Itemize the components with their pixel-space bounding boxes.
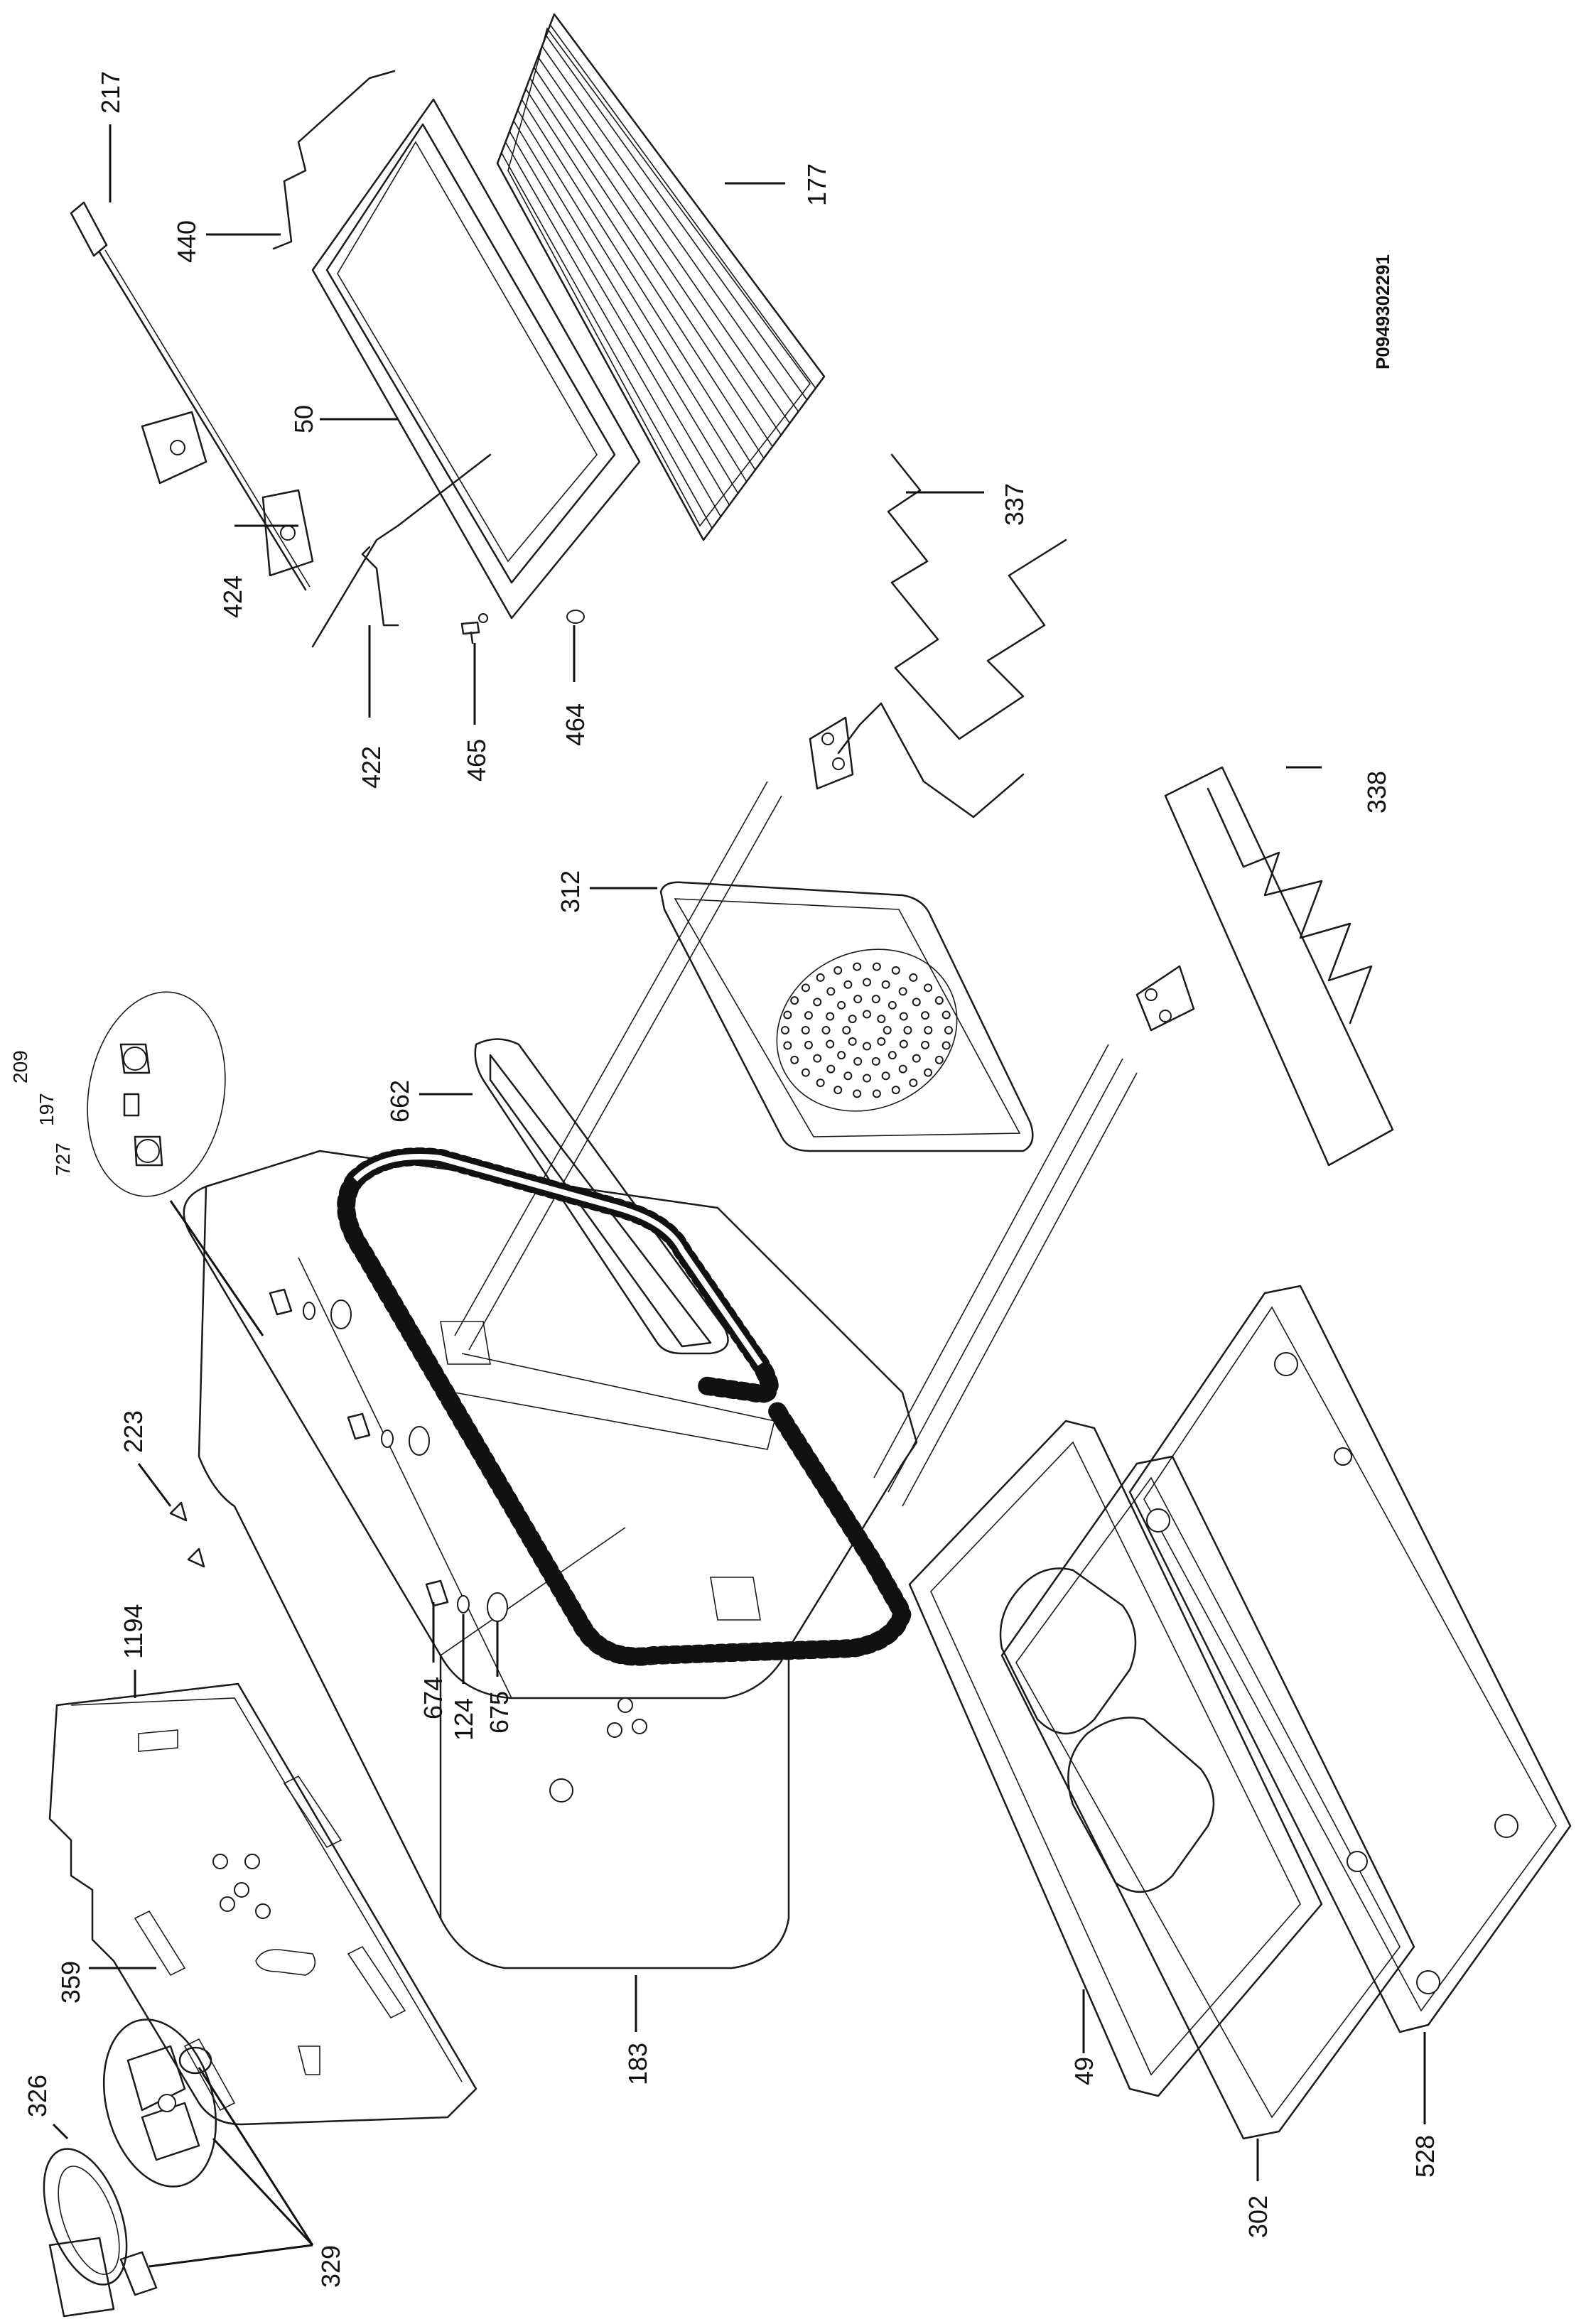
leader-lines [52, 124, 1426, 2268]
baking-tray [311, 98, 641, 623]
oven-cavity-front [439, 1647, 790, 1969]
callout-440: 440 [172, 220, 201, 263]
tray-washer [566, 610, 585, 624]
inner-glass-panel [1000, 1455, 1415, 2140]
callout-217: 217 [96, 71, 125, 114]
projection-lines [454, 781, 1138, 1507]
callout-209: 209 [9, 1050, 31, 1083]
callout-727: 727 [52, 1142, 74, 1176]
rotisserie-spit [70, 201, 311, 591]
spit-support-rod [272, 70, 396, 250]
callout-674: 674 [419, 1677, 448, 1719]
callout-223: 223 [119, 1410, 148, 1453]
fan-motor [43, 2148, 158, 2318]
insulation-plate [48, 1682, 477, 2126]
callout-338: 338 [1362, 771, 1391, 814]
callout-49: 49 [1069, 2057, 1099, 2085]
callout-197: 197 [36, 1093, 58, 1126]
spit-forks [141, 411, 314, 577]
oven-cavity [169, 1150, 918, 1803]
callout-675: 675 [485, 1691, 514, 1734]
callout-312: 312 [556, 870, 585, 913]
spit-support-rod-lower [311, 453, 492, 648]
callout-359: 359 [56, 1961, 85, 2004]
callout-337: 337 [1000, 483, 1029, 526]
door-frame [474, 1038, 729, 1355]
oven-cavity-side [198, 1185, 442, 1920]
callout-326: 326 [23, 2075, 52, 2117]
callout-124: 124 [449, 1698, 478, 1741]
callout-183: 183 [623, 2043, 652, 2085]
callout-465: 465 [462, 739, 491, 782]
callout-302: 302 [1243, 2195, 1273, 2238]
reference-code: P0949302291 [1372, 254, 1393, 369]
callout-662: 662 [385, 1080, 414, 1123]
callout-424: 424 [218, 575, 247, 618]
callout-464: 464 [561, 703, 590, 746]
inner-door [908, 1420, 1323, 2097]
callout-422: 422 [357, 746, 386, 789]
top-heating-element [809, 453, 1067, 818]
callout-labels: 217 440 50 177 424 422 465 464 337 312 3… [9, 71, 1440, 2288]
control-knob-assembly [87, 991, 226, 1197]
callout-50: 50 [289, 405, 318, 433]
callout-177: 177 [802, 163, 831, 206]
callout-329: 329 [316, 2245, 345, 2288]
callout-528: 528 [1410, 2135, 1440, 2178]
outer-back-panel [1128, 1285, 1572, 2033]
callout-1194: 1194 [119, 1604, 148, 1659]
rear-panel [659, 881, 1034, 1152]
fan-nut [178, 2046, 212, 2075]
wire-shelf [496, 13, 826, 541]
door-gasket [337, 1147, 912, 1666]
fan-blade [102, 2018, 217, 2188]
tray-screw [460, 621, 480, 644]
lower-heating-element [1135, 766, 1394, 1167]
